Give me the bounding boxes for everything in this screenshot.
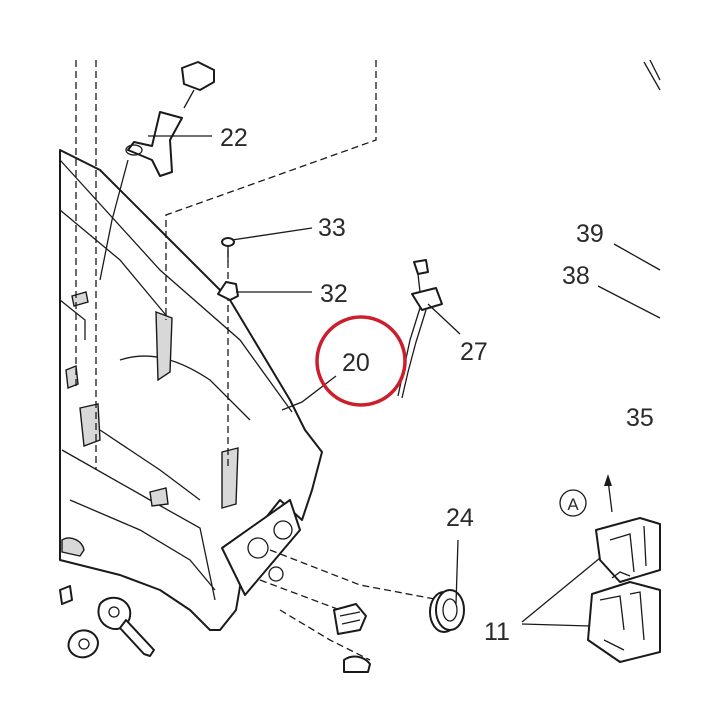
callout-32: 32 [320,280,348,308]
view-marker-a: A [559,489,587,517]
highlight-circle [315,315,407,407]
housing-body [59,149,323,631]
connector-part [333,603,371,673]
callout-11: 11 [484,618,510,646]
part-32-clip [217,281,239,301]
keys-illustration [59,585,155,659]
assembly-guide-lines [75,60,441,661]
callout-33: 33 [318,214,346,242]
callout-24: 24 [446,504,474,532]
part-22-bracket [99,61,215,281]
part-33-screw [221,237,235,262]
part-27-cable-tie [397,259,443,399]
part-11-assembly [587,59,661,663]
callout-22: 22 [220,124,248,152]
callout-39: 39 [576,220,604,248]
part-24-grommet [429,589,465,633]
callout-35: 35 [626,404,654,432]
callout-38: 38 [562,262,590,290]
view-marker-label: A [567,495,579,514]
callout-labels: 22 33 32 27 20 39 38 35 24 11 [220,124,654,646]
callout-20: 20 [342,349,370,377]
callout-27: 27 [460,338,488,366]
